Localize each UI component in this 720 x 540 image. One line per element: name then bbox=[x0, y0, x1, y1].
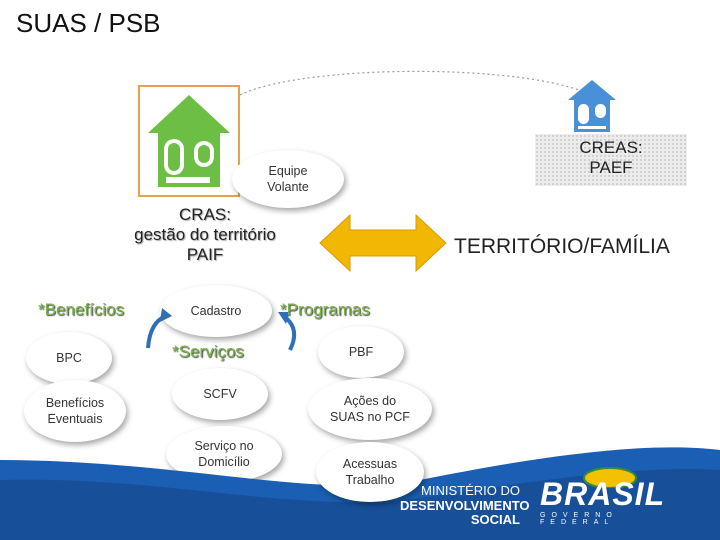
territorio-familia-label: TERRITÓRIO/FAMÍLIA bbox=[454, 235, 670, 258]
left-curved-arrow-icon bbox=[146, 308, 172, 349]
servico-domicilio-line1: Serviço no bbox=[194, 439, 254, 453]
servicos-label: *Serviços bbox=[172, 342, 244, 361]
acoes-suas-oval: Ações do SUAS no PCF bbox=[308, 378, 432, 440]
page-title: SUAS / PSB bbox=[16, 8, 161, 38]
cadastro-text: Cadastro bbox=[190, 304, 242, 318]
ministry-line3: SOCIAL bbox=[470, 512, 520, 527]
programas-label: *Programas bbox=[280, 300, 370, 319]
cras-line3: PAIF bbox=[186, 245, 224, 264]
servico-domicilio-line2: Domicílio bbox=[198, 455, 250, 469]
brasil-text: BRASIL bbox=[540, 476, 666, 512]
governo-federal-text: GOVERNO FEDERAL bbox=[540, 512, 618, 526]
ministry-block: MINISTÉRIO DO DESENVOLVIMENTO SOCIAL bbox=[400, 483, 530, 527]
cras-house-box bbox=[138, 85, 240, 197]
acessuas-line1: Acessuas bbox=[342, 457, 398, 471]
pbf-oval: PBF bbox=[318, 326, 404, 378]
creas-line1: CREAS: bbox=[579, 138, 643, 157]
ministry-line1: MINISTÉRIO DO bbox=[421, 483, 520, 498]
creas-box bbox=[535, 134, 687, 186]
beneficios-eventuais-oval: Benefícios Eventuais bbox=[24, 380, 126, 442]
beneficios-eventuais-line1: Benefícios bbox=[45, 396, 105, 410]
equipe-volante-oval: Equipe Volante bbox=[232, 150, 344, 208]
bpc-text: BPC bbox=[56, 351, 82, 365]
house-icon bbox=[148, 95, 230, 187]
pbf-text: PBF bbox=[348, 345, 374, 359]
bpc-oval: BPC bbox=[26, 332, 112, 384]
beneficios-eventuais-line2: Eventuais bbox=[47, 412, 103, 426]
right-curved-arrow-icon bbox=[278, 312, 297, 351]
acoes-suas-line2: SUAS no PCF bbox=[330, 410, 410, 424]
creas-line2: PAEF bbox=[589, 158, 633, 177]
brasil-arc-icon bbox=[583, 467, 637, 488]
scfv-text: SCFV bbox=[203, 387, 237, 401]
creas-label: CREAS: PAEF bbox=[535, 138, 687, 178]
cras-label: CRAS: gestão do território PAIF bbox=[105, 205, 305, 265]
cras-line2: gestão do território bbox=[134, 225, 276, 244]
brasil-logo: BRASIL GOVERNO FEDERAL bbox=[540, 467, 690, 526]
beneficios-label: *Benefícios bbox=[38, 300, 124, 319]
ministry-line2: DESENVOLVIMENTO bbox=[400, 498, 530, 513]
creas-house-icon bbox=[568, 80, 616, 132]
acessuas-line2: Trabalho bbox=[345, 473, 395, 487]
equipe-volante-line2: Volante bbox=[267, 180, 309, 194]
acessuas-oval: Acessuas Trabalho bbox=[316, 442, 424, 502]
double-arrow-icon bbox=[319, 213, 447, 273]
cras-line1: CRAS: bbox=[179, 205, 231, 224]
acoes-suas-line1: Ações do bbox=[343, 394, 397, 408]
equipe-volante-line1: Equipe bbox=[268, 164, 308, 178]
scfv-oval: SCFV bbox=[172, 368, 268, 420]
cadastro-oval: Cadastro bbox=[160, 285, 272, 337]
